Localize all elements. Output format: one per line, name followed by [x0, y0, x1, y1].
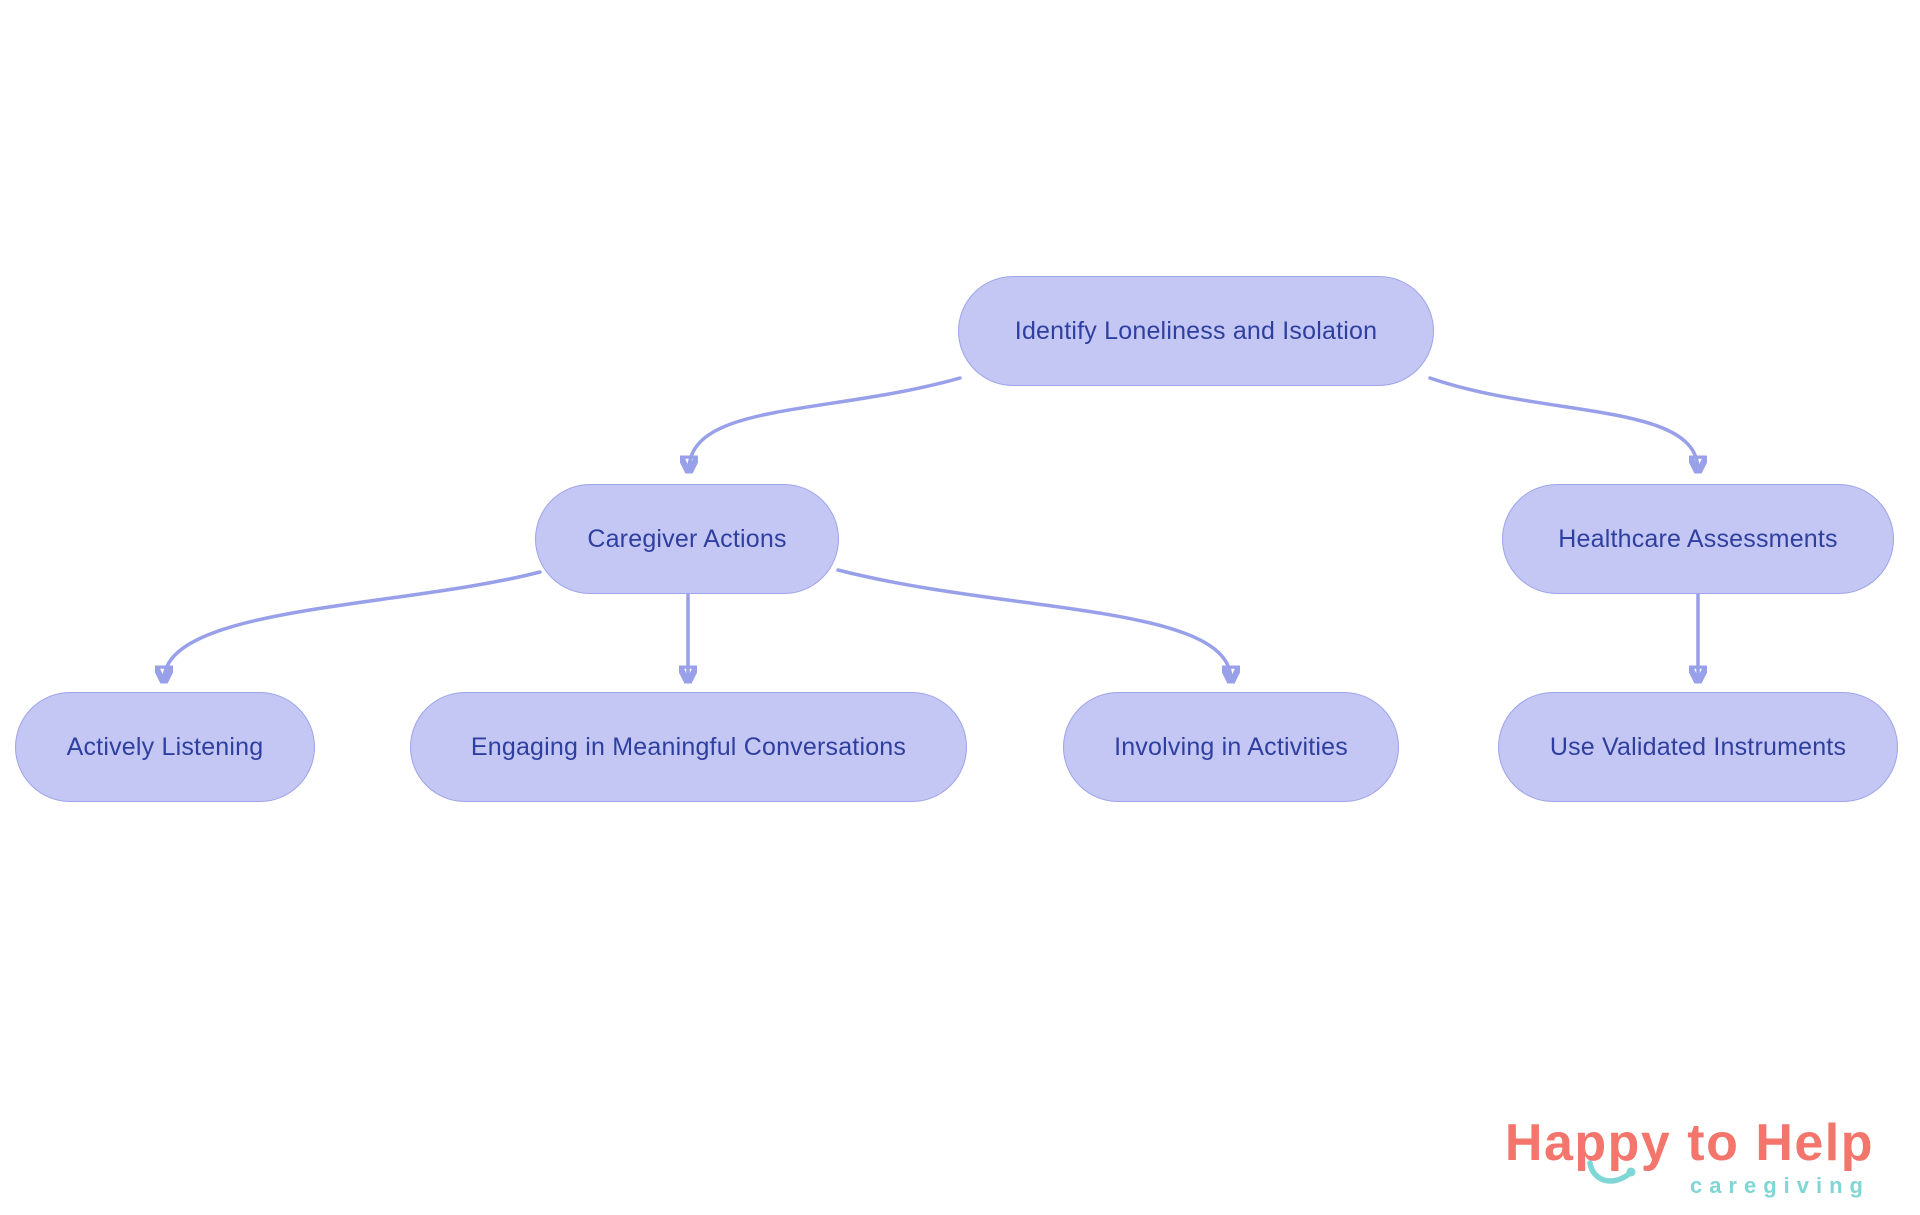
node-label: Use Validated Instruments	[1549, 732, 1847, 761]
edge-root-healthcare	[1428, 376, 1698, 470]
brand-wordmark: Happy to Help	[1404, 1114, 1874, 1185]
brand-logo: Happy to Help caregiving	[1404, 1116, 1874, 1199]
node-actively-listening: Actively Listening	[15, 692, 315, 802]
node-engaging-in-meaningful-conversations: Engaging in Meaningful Conversations	[410, 692, 967, 802]
node-label: Actively Listening	[66, 732, 264, 761]
edge-caregiver-listening	[164, 570, 542, 680]
node-caregiver-actions: Caregiver Actions	[535, 484, 839, 594]
node-healthcare-assessments: Healthcare Assessments	[1502, 484, 1894, 594]
node-label: Identify Loneliness and Isolation	[1014, 316, 1378, 345]
node-label: Involving in Activities	[1114, 732, 1348, 761]
node-label: Engaging in Meaningful Conversations	[470, 732, 907, 761]
node-label: Healthcare Assessments	[1558, 524, 1838, 553]
edge-root-caregiver	[689, 376, 962, 470]
node-identify-loneliness-and-isolation: Identify Loneliness and Isolation	[958, 276, 1434, 386]
node-label: Caregiver Actions	[587, 524, 787, 553]
node-involving-in-activities: Involving in Activities	[1063, 692, 1399, 802]
brand-text: Happy to Help	[1504, 1114, 1874, 1173]
edge-caregiver-activities	[836, 568, 1231, 680]
brand-subtitle: caregiving	[1689, 1173, 1870, 1198]
node-use-validated-instruments: Use Validated Instruments	[1498, 692, 1898, 802]
